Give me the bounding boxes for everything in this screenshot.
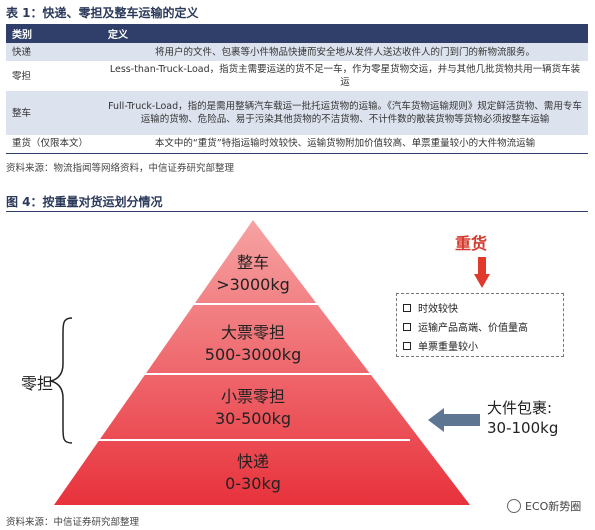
checkbox-icon — [403, 341, 411, 350]
level-range: >3000kg — [216, 275, 290, 294]
level-express: 快递 0-30kg — [153, 451, 353, 495]
row-definition: Full-Truck-Load，指的是需用整辆汽车载运一批托运货物的运输。《汽车… — [102, 91, 588, 135]
feature-item: 时效较快 — [403, 298, 557, 317]
row-category: 快递 — [6, 43, 102, 61]
table-row: 整车 Full-Truck-Load，指的是需用整辆汽车载运一批托运货物的运输。… — [6, 91, 588, 135]
checkbox-icon — [403, 303, 411, 312]
parcel-range: 30-100kg — [487, 419, 559, 437]
row-category: 整车 — [6, 91, 102, 135]
table-source: 资料来源：物流指闻等网络资料，中信证券研究部整理 — [6, 163, 235, 174]
large-parcel-label: 大件包裹: 30-100kg — [487, 398, 558, 438]
heavy-cargo-features-box: 时效较快 运输产品高端、价值量高 单票重量较小 — [396, 293, 564, 357]
pyramid-shape — [54, 220, 470, 505]
row-category: 零担 — [6, 61, 102, 91]
definition-table: 类别 定义 快递 将用户的文件、包裹等小件物品快捷而安全地从发件人送达收件人的门… — [6, 24, 588, 152]
watermark: ECO新势圈 — [507, 498, 581, 514]
feature-text: 时效较快 — [418, 304, 458, 315]
figure-source: 资料来源：中信证券研究部整理 — [6, 517, 140, 528]
checkbox-icon — [403, 322, 411, 331]
heavy-cargo-label: 重货 — [455, 234, 488, 253]
row-definition: 将用户的文件、包裹等小件物品快捷而安全地从发件人送达收件人的门到门的新物流服务。 — [102, 43, 588, 61]
level-range: 500-3000kg — [204, 345, 302, 364]
level-name: 快递 — [236, 452, 269, 471]
table-row: 重货（仅限本文） 本文中的“重货”特指运输时效较快、运输货物附加价值较高、单票重… — [6, 135, 588, 152]
figure-title-rule — [6, 211, 588, 212]
table-bottom-rule — [6, 153, 588, 154]
table-row: 快递 将用户的文件、包裹等小件物品快捷而安全地从发件人送达收件人的门到门的新物流… — [6, 43, 588, 61]
level-large-ltl: 大票零担 500-3000kg — [153, 322, 353, 366]
figure-title: 图 4：按重量对货运划分情况 — [6, 195, 163, 209]
level-full-truckload: 整车 >3000kg — [153, 252, 353, 296]
feature-text: 单票重量较小 — [418, 342, 478, 353]
weight-pyramid — [48, 220, 470, 505]
row-definition: Less-than-Truck-Load，指货主需要运送的货不足一车，作为零星货… — [102, 61, 588, 91]
level-name: 整车 — [236, 253, 269, 272]
left-arrow-icon — [428, 408, 480, 432]
feature-item: 运输产品高端、价值量高 — [403, 317, 557, 336]
row-definition: 本文中的“重货”特指运输时效较快、运输货物附加价值较高、单票重量较小的大件物流运… — [102, 135, 588, 152]
curly-brace — [48, 317, 73, 444]
header-definition: 定义 — [102, 24, 588, 43]
level-name: 小票零担 — [220, 387, 285, 406]
watermark-text: ECO新势圈 — [525, 500, 582, 513]
level-range: 0-30kg — [225, 474, 281, 493]
less-than-truckload-brace-label: 零担 — [21, 374, 54, 393]
table-header-row: 类别 定义 — [6, 24, 588, 43]
feature-text: 运输产品高端、价值量高 — [418, 323, 528, 334]
down-arrow-icon — [474, 257, 490, 288]
feature-item: 单票重量较小 — [403, 336, 557, 355]
row-category: 重货（仅限本文） — [6, 135, 102, 152]
wechat-icon — [507, 499, 521, 513]
table-row: 零担 Less-than-Truck-Load，指货主需要运送的货不足一车，作为… — [6, 61, 588, 91]
parcel-title: 大件包裹: — [487, 399, 553, 417]
table-title: 表 1：快递、零担及整车运输的定义 — [6, 6, 199, 20]
level-small-ltl: 小票零担 30-500kg — [153, 386, 353, 430]
level-name: 大票零担 — [220, 323, 285, 342]
header-category: 类别 — [6, 24, 102, 43]
level-range: 30-500kg — [214, 409, 292, 428]
